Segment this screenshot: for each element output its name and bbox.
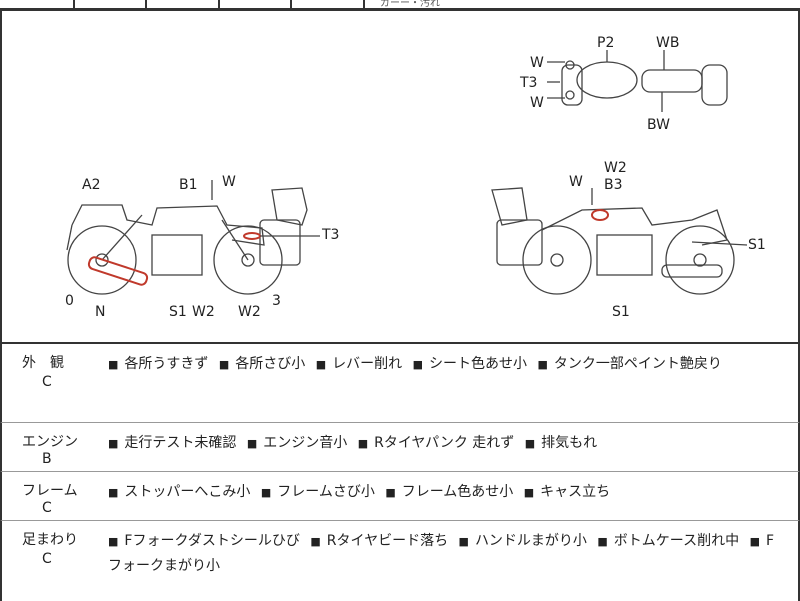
section-suspension: 足まわり C ■ Fフォークダストシールひび ■ Rタイヤビード落ち ■ ハンドルまが… xyxy=(0,521,800,601)
label-left-0: 0 xyxy=(65,293,74,309)
note: タンク一部ペイント艶戻り xyxy=(553,356,722,372)
bullet-square-icon: ■ xyxy=(597,535,608,548)
notes: ■ 走行テスト未確認 ■ エンジン音小 ■ Rタイヤパンク 走れず ■ 排気もれ xyxy=(108,431,778,456)
label-left-s1: S1 xyxy=(169,304,187,320)
note: フレーム色あせ小 xyxy=(401,484,514,500)
bullet-square-icon: ■ xyxy=(108,437,119,450)
notes: ■ Fフォークダストシールひび ■ Rタイヤビード落ち ■ ハンドルまがり小 ■ ボトム… xyxy=(108,529,778,578)
section-exterior: 外 観 C ■ 各所うすきず ■ 各所さび小 ■ レバー削れ ■ シート色あせ小 ■ タン… xyxy=(0,344,800,423)
label-left-a2: A2 xyxy=(82,177,101,193)
bullet-square-icon: ■ xyxy=(385,486,396,499)
note: シート色あせ小 xyxy=(428,356,527,372)
motorcycle-sketches xyxy=(66,50,748,295)
label-top-w: W xyxy=(530,55,544,71)
category-label: 外 観 xyxy=(22,355,64,371)
label-left-w2b: W2 xyxy=(238,304,261,320)
bullet-square-icon: ■ xyxy=(218,358,230,371)
note: フレームさび小 xyxy=(277,484,375,500)
note: キャス立ち xyxy=(540,484,611,500)
bullet-square-icon: ■ xyxy=(260,486,272,499)
bullet-square-icon: ■ xyxy=(310,535,321,548)
note: レバー削れ xyxy=(332,356,403,372)
bullet-square-icon: ■ xyxy=(524,437,536,450)
label-left-b1: B1 xyxy=(179,177,198,193)
note: 各所うすきず xyxy=(124,356,209,372)
label-right-s1a: S1 xyxy=(748,237,766,253)
bullet-square-icon: ■ xyxy=(537,358,548,371)
category-label: エンジン xyxy=(22,434,78,450)
note: 排気もれ xyxy=(541,435,598,451)
bullet-square-icon: ■ xyxy=(108,535,119,548)
label-right-w2: W2 xyxy=(604,160,627,176)
label-right-w: W xyxy=(569,174,583,190)
section-engine: エンジン B ■ 走行テスト未確認 ■ エンジン音小 ■ Rタイヤパンク 走れず ■ 排… xyxy=(0,423,800,472)
bullet-square-icon: ■ xyxy=(412,358,423,371)
label-top-bw: BW xyxy=(647,117,670,133)
label-left-t3: T3 xyxy=(322,227,340,243)
note: Rタイヤビード落ち xyxy=(326,533,449,549)
grade: C xyxy=(42,374,52,390)
header-cell xyxy=(220,0,292,8)
notes: ■ 各所うすきず ■ 各所さび小 ■ レバー削れ ■ シート色あせ小 ■ タンク一部ペイン… xyxy=(108,352,778,377)
right-view-sketch xyxy=(491,187,748,295)
label-right-s1b: S1 xyxy=(612,304,630,320)
header-cell xyxy=(0,0,75,8)
note: 各所さび小 xyxy=(235,356,306,372)
label-left-3: 3 xyxy=(272,293,281,309)
note: Fフォークダストシールひび xyxy=(124,533,300,549)
note: Fフォークまがり小 xyxy=(108,533,775,574)
top-view-sketch xyxy=(547,50,728,112)
grade: C xyxy=(42,500,52,516)
bullet-square-icon: ■ xyxy=(108,358,119,371)
header-cell xyxy=(292,0,365,8)
label-top-wb: WB xyxy=(656,35,680,51)
header-cell xyxy=(147,0,220,8)
label-left-w: W xyxy=(222,174,236,190)
damage-diagram: W P2 WB T3 W BW A2 B1 W T3 0 N S1 W2 W2 … xyxy=(0,10,800,344)
notes: ■ ストッパーへこみ小 ■ フレームさび小 ■ フレーム色あせ小 ■ キャス立ち xyxy=(108,480,778,505)
bullet-square-icon: ■ xyxy=(523,486,535,499)
label-top-p2: P2 xyxy=(597,35,615,51)
label-left-n: N xyxy=(95,304,106,320)
bullet-square-icon: ■ xyxy=(458,535,469,548)
label-right-b3: B3 xyxy=(604,177,623,193)
category-label: フレーム xyxy=(22,483,78,499)
label-top-w2: W xyxy=(530,95,544,111)
note: ハンドルまがり小 xyxy=(474,533,587,549)
category-label: 足まわり xyxy=(22,532,78,548)
grade: C xyxy=(42,551,52,567)
bullet-square-icon: ■ xyxy=(749,535,760,548)
bullet-square-icon: ■ xyxy=(357,437,369,450)
label-left-w2a: W2 xyxy=(192,304,215,320)
note: エンジン音小 xyxy=(263,435,348,451)
grade: B xyxy=(42,451,52,467)
bullet-square-icon: ■ xyxy=(108,486,119,499)
bullet-square-icon: ■ xyxy=(315,358,327,371)
section-frame: フレーム C ■ ストッパーへこみ小 ■ フレームさび小 ■ フレーム色あせ小 ■ キャ… xyxy=(0,472,800,521)
header-fragment-text: ガーー・汚れ xyxy=(380,0,440,9)
note: 走行テスト未確認 xyxy=(124,435,237,451)
bullet-square-icon: ■ xyxy=(246,437,258,450)
header-row-fragment: ガーー・汚れ xyxy=(0,0,800,11)
note: Rタイヤパンク 走れず xyxy=(374,435,515,451)
left-view-sketch xyxy=(66,180,320,295)
note: ストッパーへこみ小 xyxy=(124,484,251,500)
header-cell xyxy=(75,0,147,8)
label-top-t3: T3 xyxy=(520,75,538,91)
note: ボトムケース削れ中 xyxy=(613,533,740,549)
